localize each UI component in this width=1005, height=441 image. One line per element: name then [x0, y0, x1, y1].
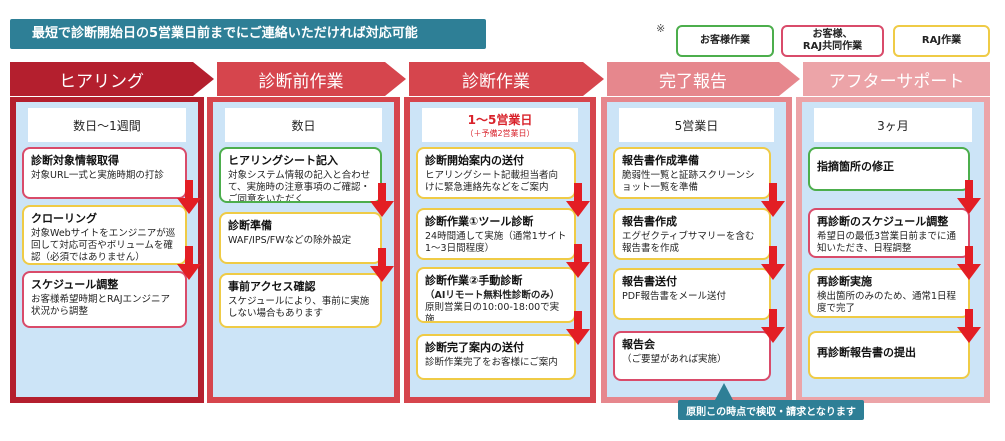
duration-label: 数日〜1週間 — [28, 108, 186, 142]
task-card: 報告書作成準備 脆弱性一覧と証跡スクリーンショット一覧を準備 — [613, 147, 771, 199]
task-card: ヒアリングシート記入 対象システム情報の記入と合わせて、実施時の注意事項のご確認… — [219, 147, 382, 203]
stage-diagnosis: 診断作業 — [409, 62, 583, 96]
task-card: 再診断報告書の提出 — [808, 331, 970, 379]
legend-raj-work: RAJ作業 — [893, 25, 990, 57]
task-card: 報告書作成 エグゼクティブサマリーを含む報告書を作成 — [613, 208, 771, 260]
down-arrow-icon — [957, 180, 981, 214]
task-card: 診断完了案内の送付 診断作業完了をお客様にご案内 — [416, 334, 576, 380]
down-arrow-icon — [957, 246, 981, 280]
stage-chevron — [193, 62, 214, 96]
stage-chevron — [385, 62, 406, 96]
down-arrow-icon — [370, 248, 394, 282]
billing-callout: 原則この時点で検収・請求となります — [678, 400, 864, 420]
duration-label: 5営業日 — [619, 108, 774, 142]
down-arrow-icon — [761, 309, 785, 343]
task-card: 診断作業①ツール診断 24時間通して実施（通常1サイト1〜3日間程度） — [416, 208, 576, 260]
stage-after-support: アフターサポート — [803, 62, 990, 96]
stage-pre-diagnosis: 診断前作業 — [217, 62, 385, 96]
column-hearing: 数日〜1週間 診断対象情報取得 対象URL一式と実施時期の打診 クローリング 対… — [10, 97, 204, 403]
task-card: クローリング 対象Webサイトをエンジニアが巡回して対応可否やボリュームを確認（… — [22, 205, 187, 265]
stage-completion-report: 完了報告 — [607, 62, 779, 96]
column-diagnosis: 1〜5営業日 （＋予備2営業日） 診断開始案内の送付 ヒアリングシート記載担当者… — [404, 97, 596, 403]
duration-label: 3ヶ月 — [814, 108, 972, 142]
task-card: 診断準備 WAF/IPS/FWなどの除外設定 — [219, 212, 382, 264]
callout-pointer — [715, 383, 733, 400]
stage-chevron — [583, 62, 604, 96]
stage-hearing: ヒアリング — [10, 62, 193, 96]
lead-time-banner: 最短で診断開始日の5営業日前までにご連絡いただければ対応可能 — [10, 19, 486, 49]
task-card: 報告書送付 PDF報告書をメール送付 — [613, 268, 771, 320]
down-arrow-icon — [957, 309, 981, 343]
down-arrow-icon — [761, 183, 785, 217]
task-card: 診断開始案内の送付 ヒアリングシート記載担当者向けに緊急連絡先などをご案内 — [416, 147, 576, 199]
task-card: スケジュール調整 お客様希望時期とRAJエンジニア状況から調整 — [22, 271, 187, 328]
down-arrow-icon — [370, 183, 394, 217]
down-arrow-icon — [566, 183, 590, 217]
task-card: 再診断実施 検出箇所のみのため、通常1日程度で完了 — [808, 268, 970, 318]
task-card: 再診断のスケジュール調整 希望日の最低3営業日前までに通知いただき、日程調整 — [808, 208, 970, 258]
down-arrow-icon — [566, 244, 590, 278]
task-card: 事前アクセス確認 スケジュールにより、事前に実施しない場合もあります — [219, 273, 382, 328]
duration-label: 数日 — [225, 108, 382, 142]
legend-joint-work: お客様、 RAJ共同作業 — [781, 25, 884, 57]
column-completion-report: 5営業日 報告書作成準備 脆弱性一覧と証跡スクリーンショット一覧を準備 報告書作… — [601, 97, 792, 403]
duration-label: 1〜5営業日 （＋予備2営業日） — [422, 108, 578, 142]
down-arrow-icon — [566, 311, 590, 345]
note-mark: ※ — [656, 22, 666, 35]
stage-chevron — [779, 62, 800, 96]
column-after-support: 3ヶ月 指摘箇所の修正 再診断のスケジュール調整 希望日の最低3営業日前までに通… — [796, 97, 990, 403]
task-card: 診断作業②手動診断 （AIリモート無料性診断のみ） 原則営業日の10:00-18… — [416, 267, 576, 323]
task-card: 診断対象情報取得 対象URL一式と実施時期の打診 — [22, 147, 187, 199]
down-arrow-icon — [761, 246, 785, 280]
task-card: 報告会 （ご要望があれば実施） — [613, 331, 771, 381]
column-pre-diagnosis: 数日 ヒアリングシート記入 対象システム情報の記入と合わせて、実施時の注意事項の… — [207, 97, 400, 403]
down-arrow-icon — [177, 180, 201, 214]
legend-customer-work: お客様作業 — [676, 25, 774, 57]
task-card: 指摘箇所の修正 — [808, 147, 970, 191]
down-arrow-icon — [177, 246, 201, 280]
